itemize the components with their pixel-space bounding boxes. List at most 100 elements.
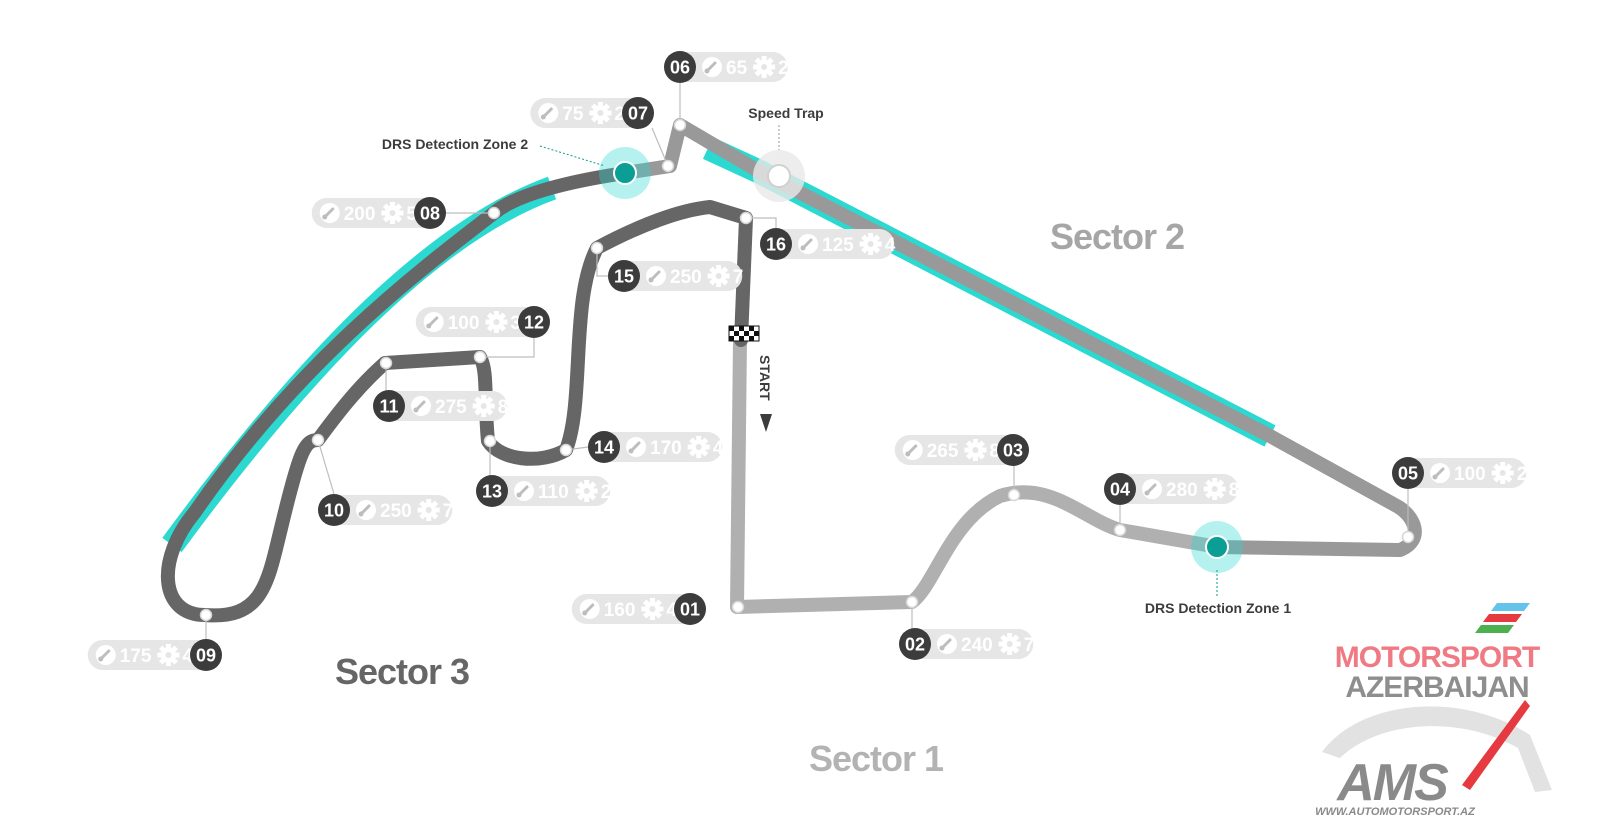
turn-speed: 250 [380, 501, 412, 522]
turn-number-badge [997, 434, 1029, 466]
gear-icon [472, 395, 495, 417]
logo-mark: AMS [1335, 754, 1449, 812]
turn-11: 275 8 11 [373, 356, 509, 422]
gear-icon [707, 265, 730, 287]
turn-number-badge [518, 306, 550, 338]
turn-number-badge [1392, 457, 1424, 489]
start-label: START [757, 355, 773, 401]
logo-url: WWW.AUTOMOTORSPORT.AZ [1315, 806, 1476, 818]
sector-3-label: Sector 3 [335, 651, 469, 692]
sector-1-label: Sector 1 [809, 738, 944, 779]
turn-marker [311, 433, 325, 447]
turn-gear: 7 [733, 267, 744, 288]
turn-number: 07 [628, 104, 648, 124]
turn-number-badge [1104, 473, 1136, 505]
turn-marker [590, 241, 604, 255]
turn-number-badge [373, 390, 405, 422]
turn-15: 250 7 15 [590, 241, 744, 292]
turn-gear: 8 [498, 397, 509, 418]
gear-icon [859, 233, 882, 255]
turn-speed: 280 [1166, 480, 1198, 501]
turn-marker [739, 211, 753, 225]
speed-trap-marker [767, 164, 791, 188]
checker-square [739, 331, 744, 336]
turn-speed: 275 [435, 397, 467, 418]
drs-detection-2-marker [613, 161, 637, 185]
turn-number-badge [414, 197, 446, 229]
checker-square [729, 331, 734, 336]
turn-speed: 175 [120, 646, 152, 667]
logo-needle [1462, 700, 1530, 790]
checker-square [754, 326, 759, 331]
turn-number: 03 [1003, 441, 1023, 461]
checker-square [744, 331, 749, 336]
turn-speed: 160 [604, 600, 636, 621]
flag-stripes [1475, 603, 1530, 633]
turn-number: 11 [379, 397, 398, 417]
drs-detection-2-label: DRS Detection Zone 2 [382, 136, 528, 152]
turn-number: 06 [670, 58, 690, 78]
turn-number-badge [664, 51, 696, 83]
track-sector-2 [618, 118, 1422, 557]
checker-square [754, 336, 759, 341]
checker-square [729, 326, 734, 331]
logo-line-1: MOTORSPORT [1335, 641, 1540, 674]
start-arrow [760, 414, 772, 432]
turn-number-badge [760, 228, 792, 260]
track-sector-3 [160, 166, 753, 623]
logo-motorsport-azerbaijan: MOTORSPORT AZERBAIJAN AMS WWW.AUTOMOTORS… [1315, 603, 1552, 818]
turn-number: 09 [196, 646, 216, 666]
turn-info-pill [318, 495, 453, 525]
turn-gear: 4 [713, 438, 724, 459]
track-sector-1 [730, 333, 1225, 614]
turn-speed: 250 [670, 267, 702, 288]
turn-info-pill [899, 629, 1034, 659]
checker-square [739, 336, 744, 341]
checker-square [734, 326, 739, 331]
turn-info-pill [373, 391, 508, 421]
gear-icon [641, 598, 664, 620]
turn-info-pill [894, 435, 1029, 465]
turn-speed: 265 [927, 441, 959, 462]
turn-speed: 200 [344, 204, 376, 225]
turn-gear: 2 [1517, 464, 1528, 485]
turn-number: 08 [420, 204, 440, 224]
turn-gear: 4 [885, 235, 896, 256]
turn-gear: 4 [182, 646, 193, 667]
gear-icon [575, 480, 598, 502]
gear-icon [485, 311, 508, 333]
turn-number-badge [608, 260, 640, 292]
turn-marker [483, 434, 497, 448]
turn-number-badge [476, 475, 508, 507]
turn-info-pill [311, 198, 446, 228]
turn-number: 01 [680, 600, 700, 620]
gear-icon [998, 633, 1021, 655]
turn-speed: 100 [448, 313, 480, 334]
turn-speed: 240 [961, 635, 993, 656]
turn-marker [731, 600, 745, 614]
turn-speed: 125 [822, 235, 854, 256]
start-indicator: START [757, 355, 773, 432]
turn-gear: 2 [778, 58, 789, 79]
turn-marker [1401, 530, 1415, 544]
turn-info-pill [608, 261, 743, 291]
turn-number: 15 [614, 267, 634, 287]
turn-number: 05 [1398, 464, 1418, 484]
checker-square [734, 331, 739, 336]
turn-number-badge [318, 494, 350, 526]
checker-square [749, 331, 754, 336]
checker-square [749, 326, 754, 331]
turn-marker [379, 356, 393, 370]
turn-number: 14 [594, 438, 614, 458]
drs-detection-1-label: DRS Detection Zone 1 [1145, 600, 1291, 616]
turn-info-pill [476, 476, 611, 506]
gear-icon [753, 56, 776, 78]
